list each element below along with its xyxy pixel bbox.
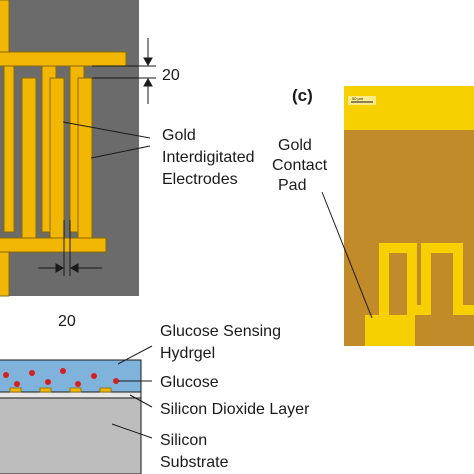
glucose-label: Glucose (160, 374, 219, 391)
contact-pad-leader-line (321, 191, 373, 319)
dimension-label-bottom: 20 (58, 313, 76, 330)
oxide-label: Silicon Dioxide Layer (160, 401, 310, 418)
top-contact-lead (0, 0, 10, 53)
scale-bar-label: 50 µm (352, 96, 364, 101)
electrode-cross-sections (9, 387, 112, 393)
panel-b: Glucose Sensing Hydrgel Glucose Silicon … (0, 323, 310, 474)
bottom-finger-2 (49, 77, 65, 239)
hydrogel-label-line-1: Glucose Sensing (160, 323, 281, 340)
micrograph-contact-pad (365, 315, 415, 346)
bottom-finger-3 (77, 77, 93, 239)
top-bus-bar (0, 51, 127, 67)
dimension-marker-top (92, 38, 156, 104)
electrode-label: Gold Interdigitated Electrodes (162, 127, 259, 188)
micrograph-top-pad (344, 86, 474, 130)
glucose-molecules (3, 368, 119, 387)
oxide-layer (0, 391, 142, 399)
dimension-label-top: 20 (162, 67, 180, 84)
hydrogel-label-line-2: Hydrgel (160, 345, 215, 362)
silicon-label-line-2: Substrate (160, 454, 229, 471)
bottom-finger-1 (21, 77, 37, 239)
electrode-leader-lines (62, 121, 151, 159)
bottom-contact-lead (0, 251, 10, 297)
micrograph-serpentine-trace (379, 243, 474, 320)
silicon-substrate (0, 397, 142, 474)
bottom-bus-bar (0, 237, 107, 253)
cross-section-leader-lines (111, 345, 153, 439)
bottom-electrode-comb (0, 77, 107, 297)
scale-bar-box (348, 96, 376, 105)
contact-pad-label: Gold Contact Pad (272, 137, 332, 194)
panel-c: (c) 50 µm Gold Contact Pad (272, 86, 474, 346)
dimension-marker-bottom (38, 220, 102, 276)
hydrogel-layer (0, 359, 142, 393)
panel-a: 20 20 Gold Interdigitated Electrodes (0, 0, 259, 330)
panel-c-tag: (c) (292, 86, 313, 105)
top-finger-edge (3, 65, 15, 233)
silicon-label-line-1: Silicon (160, 432, 207, 449)
